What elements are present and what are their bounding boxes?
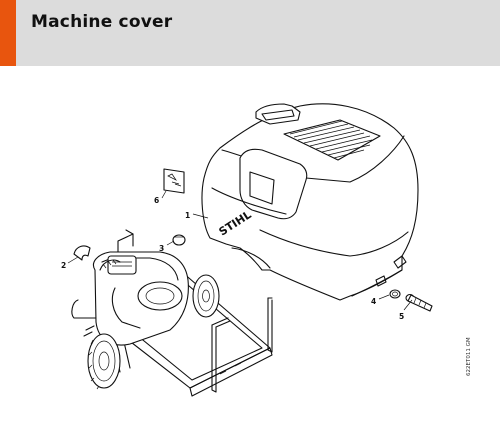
exploded-parts-diagram: STIHL 1 2 3 4 5 6: [61, 103, 433, 397]
machine-cover: STIHL: [201, 103, 419, 301]
callout-1: 1: [185, 211, 190, 220]
pump-body: [71, 251, 189, 346]
callout-5: 5: [399, 312, 404, 321]
callout-4: 4: [371, 297, 376, 306]
plug-part-3: [172, 234, 186, 246]
wheel-right: [192, 274, 220, 318]
clip-part-2: [73, 245, 91, 261]
document-reference: 622ET011 GM: [466, 337, 472, 376]
coil-spring: [99, 259, 121, 271]
callout-6: 6: [154, 196, 159, 205]
header-bar: Machine cover: [0, 0, 500, 66]
vent-grille-hatch: [289, 120, 373, 159]
accent-stripe: [0, 0, 16, 66]
page-title: Machine cover: [31, 12, 173, 32]
leader-lines: [67, 190, 413, 311]
callout-2: 2: [61, 261, 66, 270]
wheel-left: [87, 333, 121, 390]
grommet-part-4: [389, 289, 401, 299]
bolt-part-5: [405, 293, 433, 312]
warning-label-part-6: [163, 168, 185, 194]
callout-3: 3: [159, 244, 164, 253]
